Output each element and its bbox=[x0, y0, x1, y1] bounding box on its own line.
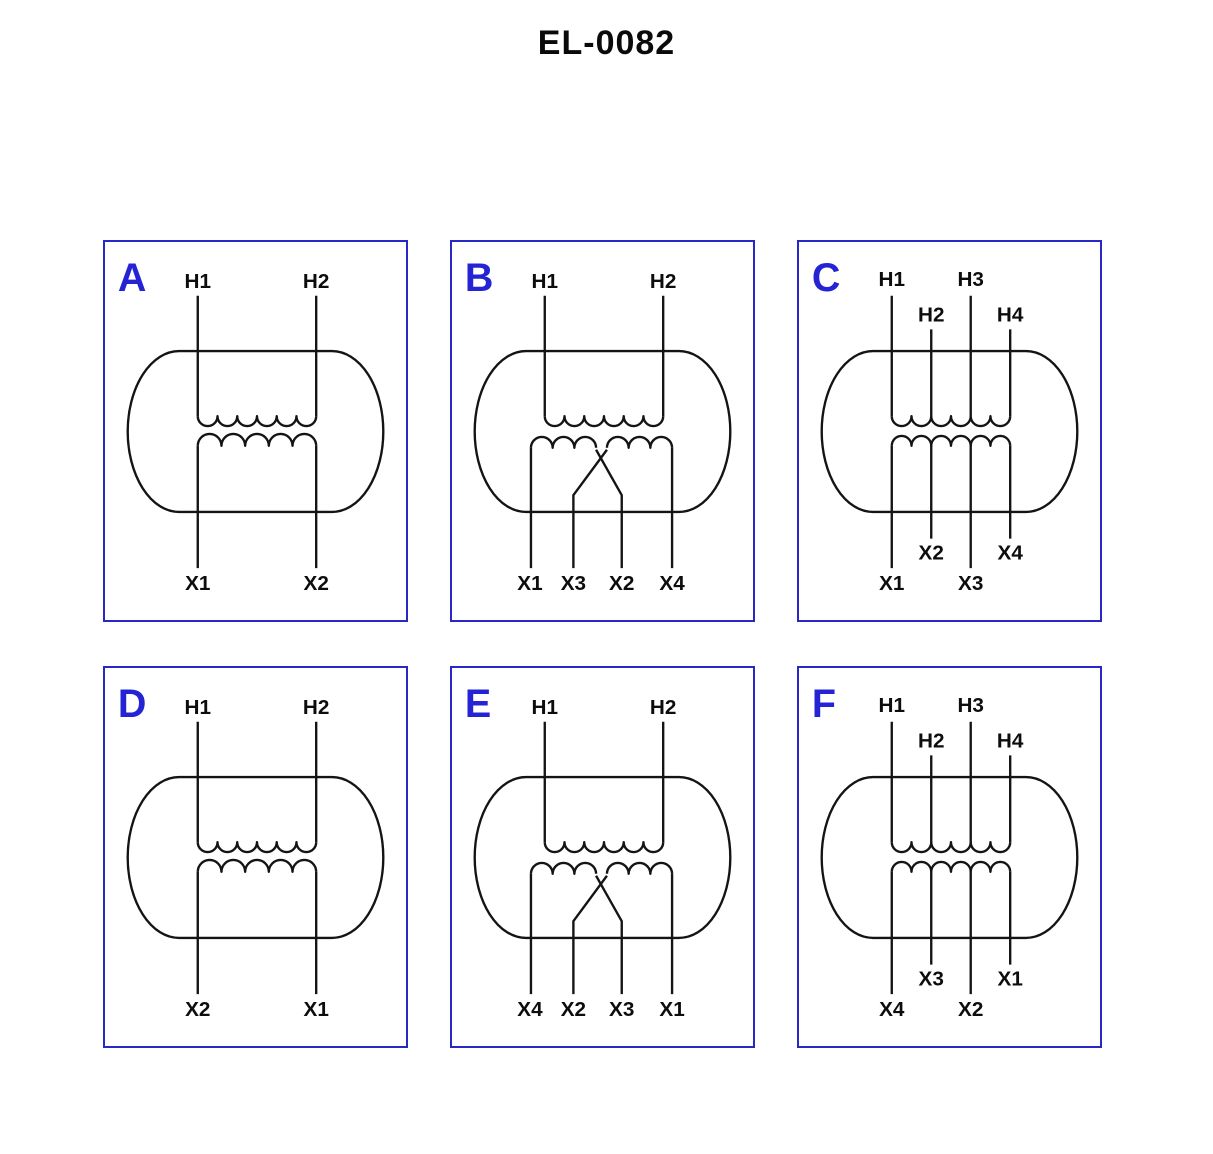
bottom-terminal-label-1: X4 bbox=[517, 998, 543, 1021]
secondary-winding-right bbox=[605, 435, 674, 449]
bottom-lead-3-crossing bbox=[595, 875, 623, 995]
bottom-terminal-label-2: X3 bbox=[919, 967, 944, 990]
transformer-diagram-e: E H1 H2 X4 X2 X3 X1 bbox=[465, 682, 732, 1021]
bottom-terminal-label-4: X1 bbox=[998, 967, 1023, 990]
transformer-diagram-a: A H1 H2 X1 X2 bbox=[118, 256, 385, 595]
top-terminal-label-2: H2 bbox=[650, 696, 677, 719]
top-terminal-label-1: H1 bbox=[185, 696, 212, 719]
bottom-terminal-label-3: X3 bbox=[958, 572, 983, 595]
top-terminal-label-2: H2 bbox=[303, 270, 330, 293]
bottom-terminal-label-1: X1 bbox=[185, 572, 210, 595]
top-terminal-label-4: H4 bbox=[997, 729, 1024, 752]
primary-winding bbox=[196, 841, 318, 854]
top-terminal-label-3: H3 bbox=[957, 694, 984, 717]
bottom-terminal-label-1: X1 bbox=[879, 572, 904, 595]
panel-letter: A bbox=[118, 256, 147, 300]
bottom-terminal-label-3: X3 bbox=[609, 998, 634, 1021]
transformer-outline bbox=[820, 349, 1079, 514]
bottom-terminal-label-2: X2 bbox=[561, 998, 586, 1021]
bottom-terminal-label-3: X2 bbox=[609, 572, 634, 595]
transformer-outline bbox=[126, 775, 385, 940]
top-terminal-label-2: H2 bbox=[918, 303, 945, 326]
top-terminal-label-1: H1 bbox=[532, 270, 559, 293]
top-terminal-label-1: H1 bbox=[185, 270, 212, 293]
figure-title: EL-0082 bbox=[537, 24, 676, 62]
secondary-winding bbox=[196, 432, 318, 447]
transformer-diagram-c: C H1 H2 H3 H4 X1 X2 X3 X4 bbox=[812, 256, 1079, 595]
secondary-winding-right bbox=[605, 861, 674, 875]
panel-b: B H1 H2 X1 X3 X2 X4 bbox=[450, 240, 755, 622]
top-terminal-label-4: H4 bbox=[997, 303, 1024, 326]
transformer-outline bbox=[473, 349, 732, 514]
panel-letter: C bbox=[812, 256, 841, 300]
panel-f: F H1 H2 H3 H4 X4 X3 X2 X1 bbox=[797, 666, 1102, 1048]
transformer-diagram-f: F H1 H2 H3 H4 X4 X3 X2 X1 bbox=[812, 682, 1079, 1021]
secondary-winding bbox=[196, 858, 318, 873]
transformer-diagram-d: D H1 H2 X2 X1 bbox=[118, 682, 385, 1021]
bottom-terminal-label-2: X2 bbox=[919, 541, 944, 564]
top-terminal-label-2: H2 bbox=[918, 729, 945, 752]
panel-letter: F bbox=[812, 682, 836, 726]
bottom-terminal-label-4: X4 bbox=[659, 572, 685, 595]
bottom-terminal-label-4: X1 bbox=[659, 998, 684, 1021]
top-terminal-label-1: H1 bbox=[532, 696, 559, 719]
top-terminal-label-2: H2 bbox=[303, 696, 330, 719]
bottom-terminal-label-1: X4 bbox=[879, 998, 905, 1021]
top-terminal-label-3: H3 bbox=[957, 268, 984, 291]
panel-letter: B bbox=[465, 256, 494, 300]
top-terminal-label-1: H1 bbox=[879, 694, 906, 717]
bottom-terminal-label-2: X2 bbox=[304, 572, 329, 595]
primary-winding bbox=[543, 841, 665, 854]
bottom-terminal-label-4: X4 bbox=[998, 541, 1024, 564]
secondary-winding-left bbox=[529, 435, 598, 449]
panel-d: D H1 H2 X2 X1 bbox=[103, 666, 408, 1048]
top-terminal-label-2: H2 bbox=[650, 270, 677, 293]
bottom-lead-2-crossing bbox=[572, 875, 608, 995]
transformer-outline bbox=[820, 775, 1079, 940]
bottom-terminal-label-1: X1 bbox=[517, 572, 542, 595]
bottom-terminal-label-1: X2 bbox=[185, 998, 210, 1021]
secondary-winding bbox=[890, 860, 1012, 873]
top-terminal-label-1: H1 bbox=[879, 268, 906, 291]
bottom-lead-2-crossing bbox=[572, 449, 608, 569]
primary-winding bbox=[196, 415, 318, 428]
bottom-terminal-label-2: X1 bbox=[304, 998, 329, 1021]
bottom-lead-3-crossing bbox=[595, 449, 623, 569]
bottom-terminal-label-2: X3 bbox=[561, 572, 586, 595]
primary-winding bbox=[543, 415, 665, 428]
panel-a: A H1 H2 X1 X2 bbox=[103, 240, 408, 622]
secondary-winding-left bbox=[529, 861, 598, 875]
primary-winding bbox=[890, 841, 1012, 854]
transformer-outline bbox=[473, 775, 732, 940]
panel-c: C H1 H2 H3 H4 X1 X2 X3 X4 bbox=[797, 240, 1102, 622]
panel-e: E H1 H2 X4 X2 X3 X1 bbox=[450, 666, 755, 1048]
transformer-diagram-b: B H1 H2 X1 X3 X2 X4 bbox=[465, 256, 732, 595]
panel-letter: D bbox=[118, 682, 147, 726]
transformer-outline bbox=[126, 349, 385, 514]
panel-letter: E bbox=[465, 682, 491, 726]
secondary-winding bbox=[890, 434, 1012, 447]
primary-winding bbox=[890, 415, 1012, 428]
bottom-terminal-label-3: X2 bbox=[958, 998, 983, 1021]
